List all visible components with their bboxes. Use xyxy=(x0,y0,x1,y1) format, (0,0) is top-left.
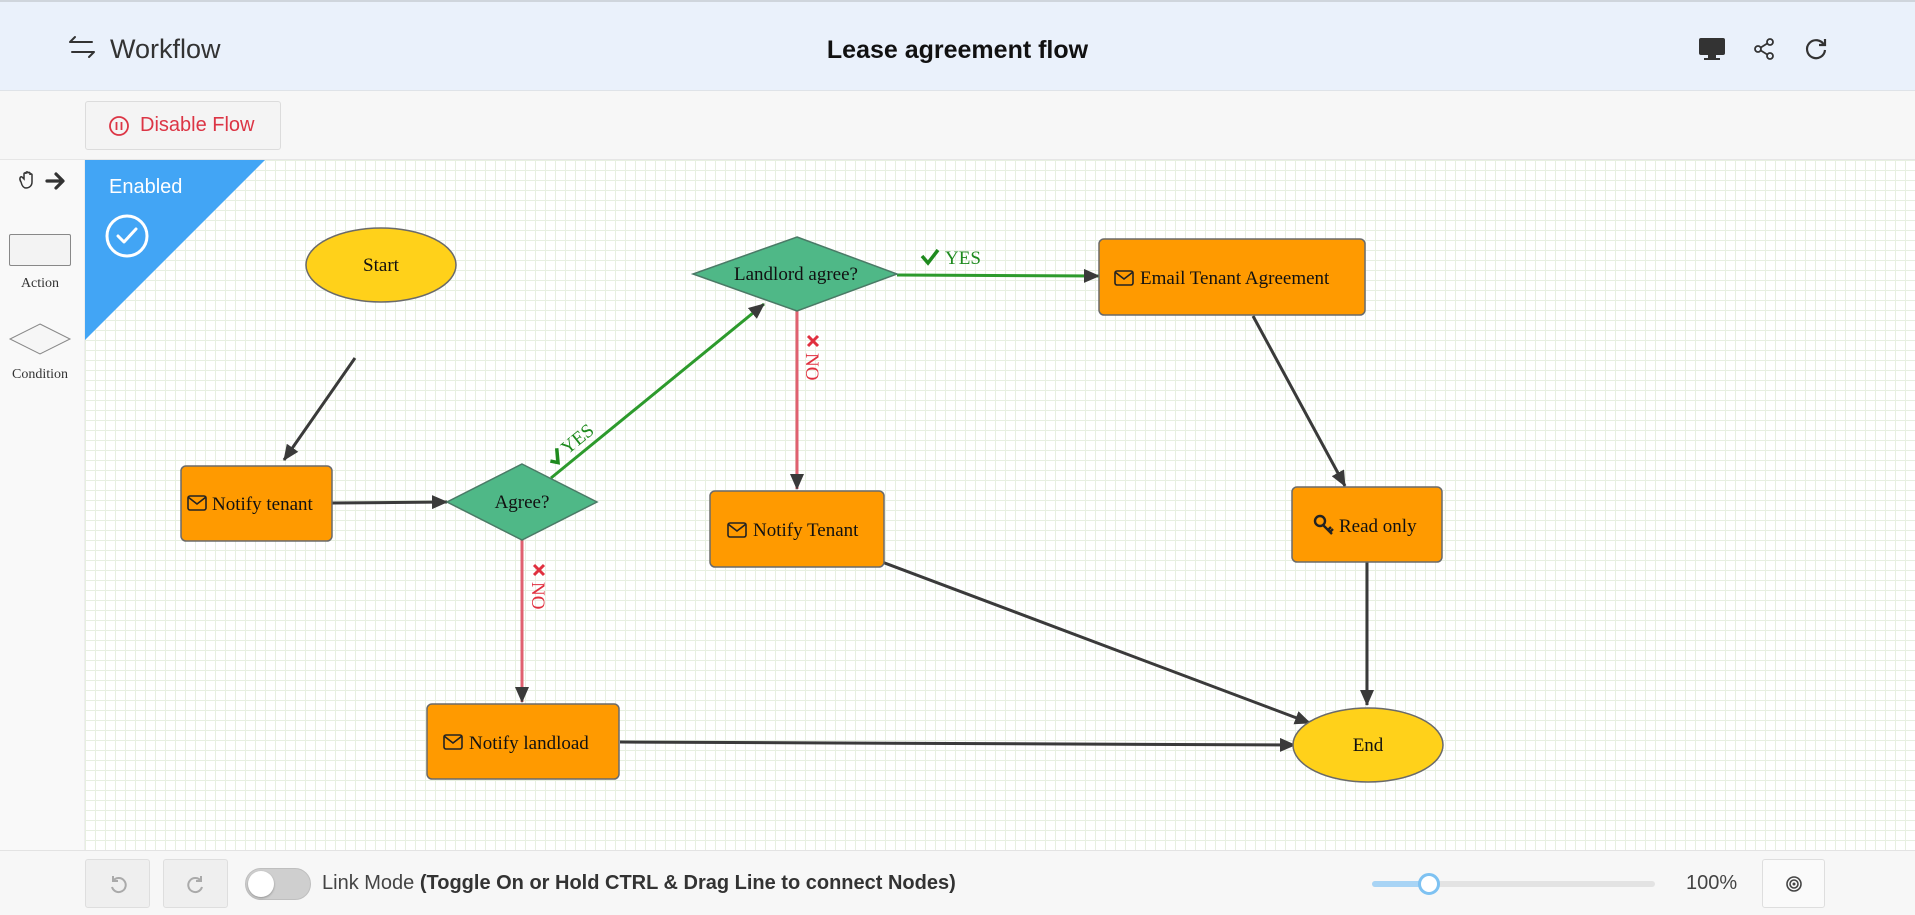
node-end[interactable]: End xyxy=(1292,707,1444,783)
edge-notify-landload-end[interactable] xyxy=(619,737,1296,752)
edge-landlord-yes[interactable] xyxy=(896,268,1100,283)
mail-icon xyxy=(727,522,747,538)
refresh-icon[interactable] xyxy=(1797,30,1835,68)
edge-notify-tenant-agree[interactable] xyxy=(331,495,448,510)
x-icon xyxy=(806,334,820,348)
node-email-tenant-agreement[interactable]: Email Tenant Agreement xyxy=(1098,238,1366,316)
node-landlord-agree[interactable]: Landlord agree? xyxy=(690,236,900,312)
yes-text: YES xyxy=(557,420,598,459)
node-email-tenant-agreement-label: Email Tenant Agreement xyxy=(1140,268,1330,289)
zoom-slider[interactable] xyxy=(1372,873,1655,895)
x-icon xyxy=(532,563,546,577)
header: Workflow Lease agreement flow xyxy=(0,0,1915,91)
node-end-label: End xyxy=(1353,735,1384,756)
enabled-ribbon: Enabled xyxy=(85,160,265,340)
zoom-slider-fill xyxy=(1372,881,1429,887)
redo-icon xyxy=(186,875,203,893)
hand-icon xyxy=(19,171,33,189)
condition-palette-item[interactable] xyxy=(8,322,72,356)
flow-diagram: YES YES NO NO Start xyxy=(180,227,1444,783)
link-mode-hint: (Toggle On or Hold CTRL & Drag Line to c… xyxy=(419,872,956,894)
check-circle-icon xyxy=(105,214,149,258)
share-icon[interactable] xyxy=(1745,30,1783,68)
redo-button[interactable] xyxy=(163,859,228,908)
condition-palette-label: Condition xyxy=(11,367,68,382)
enabled-label: Enabled xyxy=(109,176,183,198)
node-agree[interactable]: Agree? xyxy=(445,463,599,541)
no-text: NO xyxy=(801,353,822,380)
key-icon xyxy=(1313,514,1334,535)
zoom-level: 100% xyxy=(1686,872,1738,894)
disable-flow-button[interactable]: Disable Flow xyxy=(85,101,281,150)
app-title: Workflow xyxy=(110,34,221,64)
disable-flow-label: Disable Flow xyxy=(140,114,255,136)
link-mode-toggle[interactable] xyxy=(245,868,311,900)
monitor-icon[interactable] xyxy=(1693,30,1731,68)
no-label-landlord: NO xyxy=(801,334,822,380)
undo-button[interactable] xyxy=(85,859,150,908)
fit-view-button[interactable] xyxy=(1762,859,1825,908)
edge-agree-yes[interactable] xyxy=(550,302,765,480)
yes-text: YES xyxy=(945,248,981,269)
toggle-knob xyxy=(248,871,274,897)
node-agree-label: Agree? xyxy=(495,492,550,513)
page-title: Lease agreement flow xyxy=(826,36,1089,64)
check-icon xyxy=(550,448,561,465)
node-notify-tenant-2[interactable]: Notify Tenant xyxy=(709,490,885,568)
app-title-group: Workflow xyxy=(68,34,221,65)
edge-notify-tenant2-end[interactable] xyxy=(881,560,1311,725)
undo-icon xyxy=(110,875,127,893)
check-icon xyxy=(920,248,940,266)
edge-email-readonly[interactable] xyxy=(1251,315,1347,487)
pan-tool[interactable] xyxy=(16,170,68,192)
link-mode-label: Link Mode xyxy=(322,872,415,894)
node-notify-tenant[interactable]: Notify tenant xyxy=(180,465,333,542)
menu-arrows-icon[interactable] xyxy=(68,34,96,65)
no-label-agree: NO xyxy=(527,563,548,609)
node-notify-landload[interactable]: Notify landload xyxy=(426,703,620,780)
link-mode-text: Link Mode (Toggle On or Hold CTRL & Drag… xyxy=(322,872,956,895)
yes-label-landlord: YES xyxy=(920,248,981,269)
mail-icon xyxy=(443,734,463,750)
target-icon xyxy=(1785,875,1802,892)
action-palette-item[interactable] xyxy=(9,234,71,266)
footer: Link Mode (Toggle On or Hold CTRL & Drag… xyxy=(0,850,1915,915)
mail-icon xyxy=(187,495,207,511)
arrow-right-icon xyxy=(45,172,65,190)
header-actions xyxy=(1693,30,1835,68)
node-start[interactable]: Start xyxy=(305,227,457,303)
node-landlord-agree-label: Landlord agree? xyxy=(734,264,858,285)
no-text: NO xyxy=(527,582,548,609)
node-start-label: Start xyxy=(363,255,400,276)
edge-start-notify-tenant[interactable] xyxy=(282,357,357,461)
node-read-only[interactable]: Read only xyxy=(1291,486,1443,563)
node-notify-landload-label: Notify landload xyxy=(469,733,589,754)
node-notify-tenant-2-label: Notify Tenant xyxy=(753,520,859,541)
flow-canvas[interactable]: Enabled xyxy=(85,160,1915,850)
node-notify-tenant-label: Notify tenant xyxy=(212,494,314,515)
action-palette-label: Action xyxy=(20,276,60,291)
toolbar: Disable Flow xyxy=(0,91,1915,160)
node-read-only-label: Read only xyxy=(1339,516,1417,537)
zoom-slider-thumb[interactable] xyxy=(1418,873,1440,895)
node-palette: Action Condition xyxy=(0,160,85,850)
mail-icon xyxy=(1114,270,1134,286)
pause-circle-icon xyxy=(109,115,129,136)
